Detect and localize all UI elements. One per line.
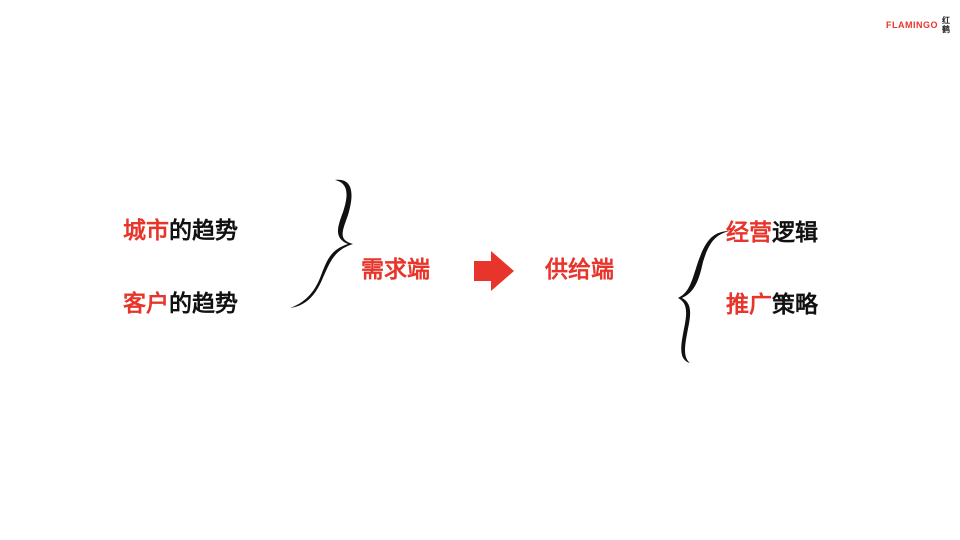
arrow-right-icon (474, 251, 514, 291)
strategy-suffix: 策略 (772, 292, 818, 318)
operating-logic-label: 经营逻辑 (726, 219, 818, 247)
supply-side-label: 供给端 (545, 257, 614, 283)
operating-keyword: 经营 (726, 220, 772, 246)
demand-side-label: 需求端 (361, 257, 430, 283)
flamingo-logo: FLAMINGO 红鹤 (886, 14, 953, 36)
city-trend-suffix: 的趋势 (169, 218, 238, 244)
city-keyword: 城市 (123, 218, 169, 244)
city-trend-label: 城市的趋势 (123, 217, 238, 245)
right-brace-icon (290, 179, 353, 308)
logic-suffix: 逻辑 (772, 220, 818, 246)
logo-wordmark: FLAMINGO (886, 20, 938, 30)
left-brace-icon (678, 231, 730, 363)
promotion-strategy-label: 推广策略 (726, 291, 818, 319)
logo-chinese: 红鹤 (942, 16, 950, 34)
promotion-keyword: 推广 (726, 292, 772, 318)
customer-keyword: 客户 (123, 291, 169, 317)
customer-trend-suffix: 的趋势 (169, 291, 238, 317)
customer-trend-label: 客户的趋势 (123, 290, 238, 318)
